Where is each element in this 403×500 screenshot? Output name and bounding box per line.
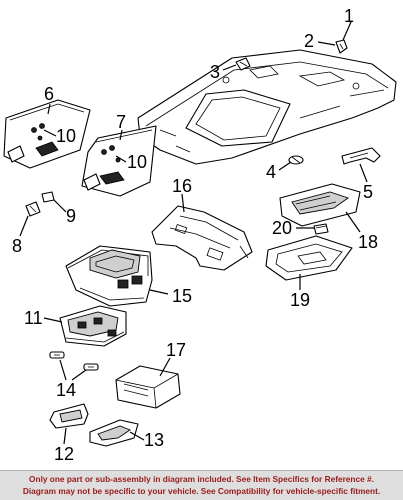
control-unit-part-17 xyxy=(115,365,181,409)
bulbs-part-14 xyxy=(49,351,99,371)
clip-part-2 xyxy=(335,39,348,54)
clip-part-4 xyxy=(288,155,304,165)
callout-7: 7 xyxy=(116,112,126,132)
callout-11: 11 xyxy=(24,308,43,328)
parts-diagram: 1 2 3 4 5 6 10 xyxy=(3,6,397,464)
callout-17: 17 xyxy=(166,340,186,360)
lamp-part-13 xyxy=(89,419,139,447)
lens-part-19 xyxy=(265,235,353,281)
callout-1: 1 xyxy=(344,6,354,26)
callout-18: 18 xyxy=(358,232,378,252)
callout-3: 3 xyxy=(210,62,220,82)
sun-visor-right xyxy=(81,125,157,197)
sun-visor-left xyxy=(3,99,91,169)
map-light-part-18 xyxy=(279,183,361,227)
footer-line-1: Only one part or sub-assembly in diagram… xyxy=(29,474,374,484)
visor-clip-part-9 xyxy=(41,191,55,203)
headliner-panel xyxy=(137,49,397,165)
callout-15: 15 xyxy=(172,286,192,306)
console-module-part-11 xyxy=(59,305,127,347)
handle-part-5 xyxy=(341,147,381,165)
lamp-part-12 xyxy=(49,403,89,429)
footer-disclaimer: Only one part or sub-assembly in diagram… xyxy=(0,470,403,500)
callout-8: 8 xyxy=(12,236,22,256)
callout-4: 4 xyxy=(266,162,276,182)
clip-part-3 xyxy=(235,57,251,71)
callout-2: 2 xyxy=(304,31,314,51)
callout-10-left: 10 xyxy=(56,126,76,146)
bulb-part-20 xyxy=(313,223,329,235)
callout-16: 16 xyxy=(172,176,192,196)
callout-10-right: 10 xyxy=(127,152,147,172)
callout-5: 5 xyxy=(363,182,373,202)
callout-19: 19 xyxy=(290,290,310,310)
callout-20: 20 xyxy=(272,218,292,238)
overhead-console-part-15 xyxy=(65,245,153,307)
callout-13: 13 xyxy=(144,430,164,450)
callout-14: 14 xyxy=(56,380,76,400)
callout-9: 9 xyxy=(66,206,76,226)
footer-line-2: Diagram may not be specific to your vehi… xyxy=(22,486,381,496)
callout-12: 12 xyxy=(54,444,74,464)
callout-6: 6 xyxy=(44,84,54,104)
bracket-part-16 xyxy=(151,205,253,271)
visor-clip-part-8 xyxy=(25,201,41,217)
